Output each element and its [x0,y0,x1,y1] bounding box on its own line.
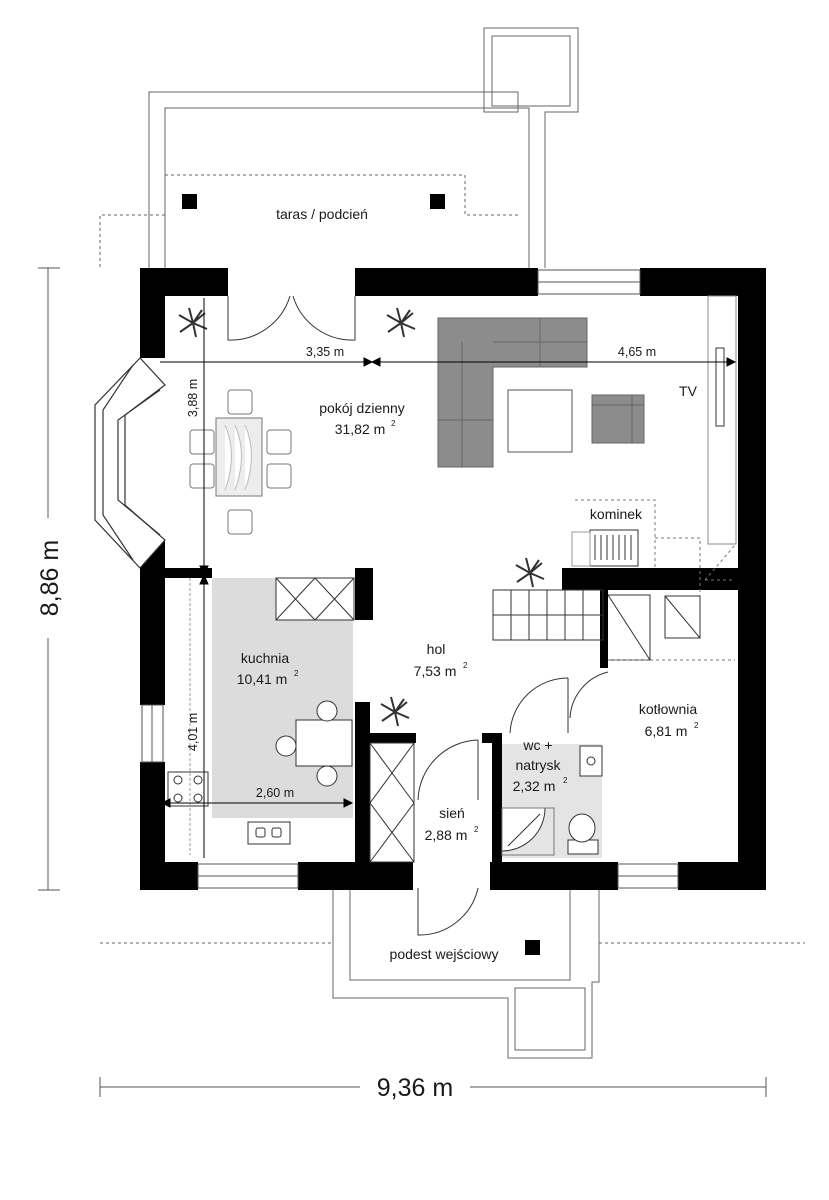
windows [141,269,679,889]
room-label-sien: sień [439,805,465,821]
dim-label-kitchen-width: 2,60 m [256,786,294,800]
doors [227,295,609,936]
dim-label-living-left: 3,35 m [306,345,344,359]
room-area-hol: 7,53 m [414,663,457,679]
room-area-wc: 2,32 m [513,778,556,794]
coffee-table [507,389,573,453]
upper-floor-outline [575,499,736,661]
room-label-tv: TV [679,383,698,399]
dim-label-total-depth: 8,86 m [36,540,64,616]
room-label-taras: taras / podcień [276,206,368,222]
plant-icon [178,307,545,727]
entrance-outline [100,888,805,1059]
dining-set [189,389,292,535]
terrace-outline [99,27,579,268]
wc-fixtures [501,745,603,856]
dim-label-living-depth: 3,88 m [186,379,200,417]
dimension-lines [160,298,737,858]
room-label-kominek: kominek [590,506,643,522]
unit-sup: 2 [694,721,699,730]
armchair [591,394,645,444]
entrance-column [525,940,540,955]
room-label-hol: hol [427,641,446,657]
room-area-sien: 2,88 m [425,827,468,843]
fireplace [571,529,639,567]
dim-label-bg [360,1072,470,1102]
walls [140,268,766,890]
unit-sup: 2 [463,661,468,670]
tv-cabinet [707,295,737,545]
room-label-wc-2: natrysk [515,757,561,773]
dim-label-bg [34,518,64,638]
dim-label-kitchen-depth: 4,01 m [186,713,200,751]
tv-screen [715,347,725,427]
terrace-column [182,194,197,209]
unit-sup: 2 [563,776,568,785]
room-label-kotlownia: kotłownia [639,701,698,717]
dim-label-total-width: 9,36 m [377,1074,453,1102]
stairs [492,589,701,661]
unit-sup: 2 [294,669,299,678]
hall-wardrobe [369,742,415,863]
unit-sup: 2 [474,825,479,834]
room-label-pokoj: pokój dzienny [319,400,405,416]
room-area-kuchnia: 10,41 m [237,671,288,687]
unit-sup: 2 [391,419,396,428]
room-label-podest: podest wejściowy [390,946,499,962]
terrace-column [430,194,445,209]
dim-label-living-right: 4,65 m [618,345,656,359]
sofa [437,317,588,468]
room-area-pokoj: 31,82 m [335,421,386,437]
room-label-wc: wc + [522,737,552,753]
bay-window [94,357,166,569]
room-label-kuchnia: kuchnia [241,650,289,666]
stove-burners [173,775,203,803]
room-area-kotlownia: 6,81 m [645,723,688,739]
